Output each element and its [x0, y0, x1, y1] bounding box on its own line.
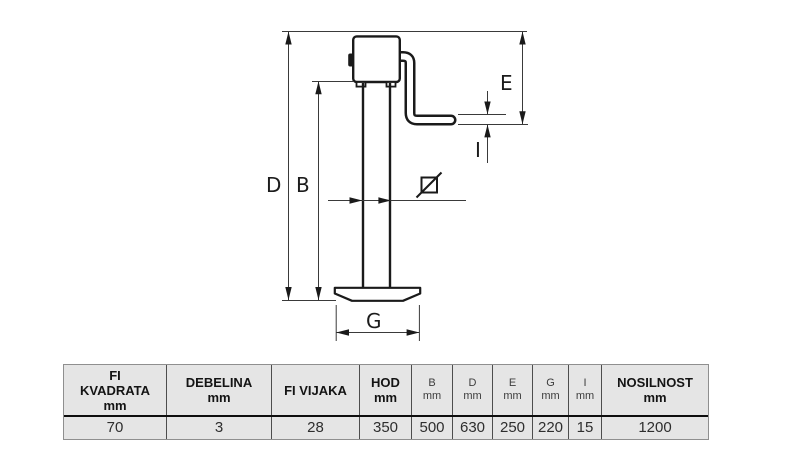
col-label: DEBELINA: [185, 375, 253, 390]
crank-handle: [391, 51, 457, 126]
table-header-row: FI KVADRATA mm DEBELINA mm FI VIJAKA HOD…: [64, 365, 708, 417]
col-header-d: D mm: [453, 365, 493, 415]
col-unit: mm: [373, 390, 398, 405]
dim-label-b: B: [296, 173, 310, 197]
col-label: E: [508, 377, 517, 389]
col-label: HOD: [371, 375, 400, 390]
col-label: FI VIJAKA: [284, 382, 347, 398]
diameter-icon: [415, 171, 443, 199]
dim-label-d: D: [266, 173, 281, 197]
support-tube: [361, 83, 392, 289]
arrowheads: [285, 31, 526, 336]
col-unit: mm: [575, 390, 595, 402]
col-label: B: [428, 377, 436, 389]
col-unit: mm: [541, 390, 560, 402]
col-unit: mm: [643, 390, 667, 405]
col-label: D: [468, 377, 477, 389]
value-fi-vijaka: 28: [272, 417, 360, 439]
col-label: I: [583, 377, 587, 389]
col-unit: mm: [207, 390, 231, 405]
col-label: FI KVADRATA: [79, 367, 151, 398]
jack-technical-drawing: D B E I G: [266, 31, 528, 341]
col-header-g: G mm: [533, 365, 569, 415]
col-header-nosilnost: NOSILNOST mm: [602, 365, 708, 415]
dim-label-i: I: [475, 138, 481, 162]
value-e: 250: [493, 417, 533, 439]
col-header-i: I mm: [569, 365, 602, 415]
col-header-fi-kvadrata: FI KVADRATA mm: [64, 365, 167, 415]
col-unit: mm: [503, 390, 522, 402]
foot-plate: [333, 286, 422, 302]
col-label: G: [546, 377, 555, 389]
col-label: NOSILNOST: [617, 375, 693, 390]
value-b: 500: [412, 417, 453, 439]
value-d: 630: [453, 417, 493, 439]
table-value-row: 70 3 28 350 500 630 250 220 15 1200: [64, 417, 708, 439]
col-header-debelina: DEBELINA mm: [167, 365, 272, 415]
dim-label-g: G: [366, 309, 382, 333]
housing-foot-left: [355, 81, 367, 88]
dim-label-e: E: [500, 71, 513, 95]
value-i: 15: [569, 417, 602, 439]
gear-housing: [348, 35, 402, 88]
col-header-b: B mm: [412, 365, 453, 415]
shaft-end: [348, 53, 354, 67]
col-header-e: E mm: [493, 365, 533, 415]
col-unit: mm: [463, 390, 482, 402]
value-fi-kvadrata: 70: [64, 417, 167, 439]
value-g: 220: [533, 417, 569, 439]
value-debelina: 3: [167, 417, 272, 439]
value-nosilnost: 1200: [602, 417, 708, 439]
spec-table: FI KVADRATA mm DEBELINA mm FI VIJAKA HOD…: [63, 364, 709, 440]
col-unit: mm: [422, 390, 442, 402]
value-hod: 350: [360, 417, 412, 439]
col-header-hod: HOD mm: [360, 365, 412, 415]
col-unit: mm: [103, 397, 127, 413]
col-header-fi-vijaka: FI VIJAKA: [272, 365, 360, 415]
